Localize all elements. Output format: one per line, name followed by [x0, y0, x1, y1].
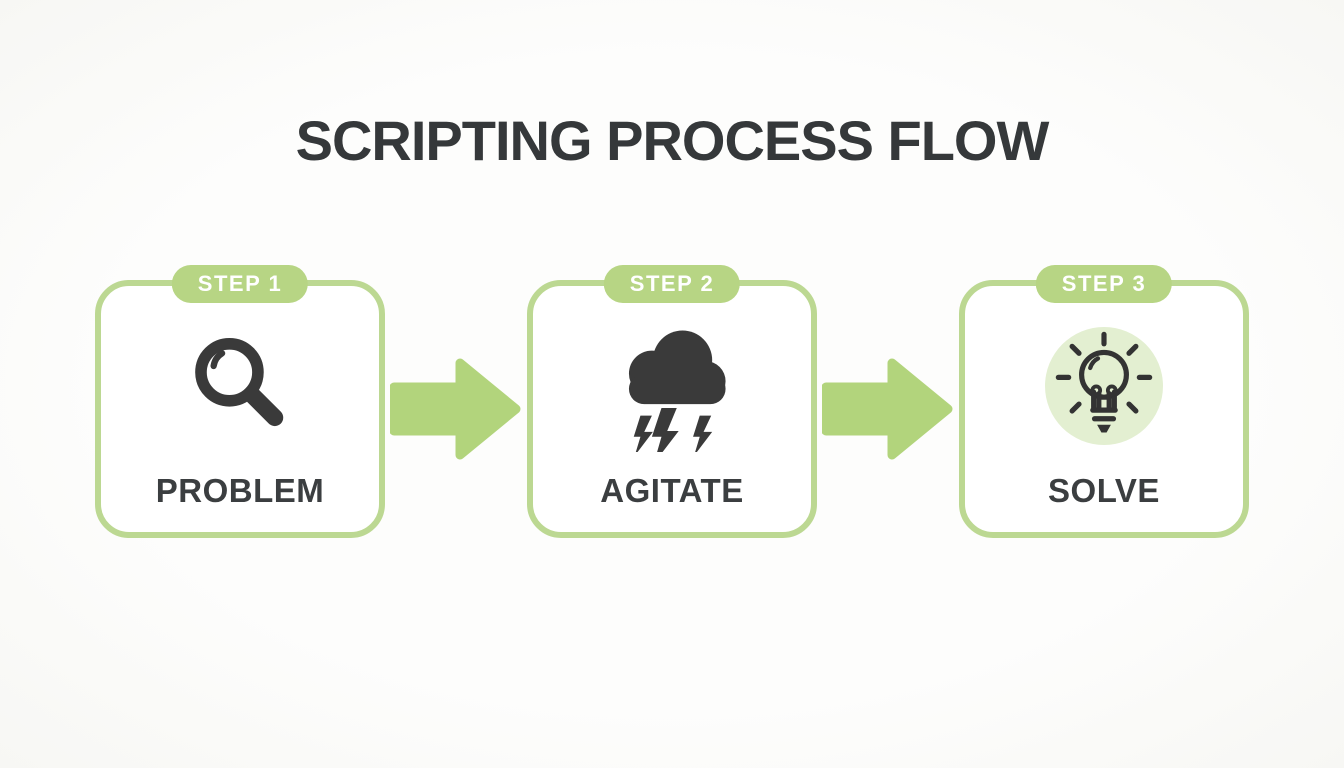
flow-arrow [385, 280, 527, 538]
process-flow-row: STEP 1 PROBLEM STEP 2 [0, 265, 1344, 538]
arrow-right-icon [390, 358, 521, 460]
step-badge: STEP 3 [1035, 265, 1173, 303]
step-card-agitate: STEP 2 AGI [527, 265, 817, 538]
flow-arrow [817, 280, 959, 538]
step-label: AGITATE [600, 472, 744, 509]
lightbulb-circle-background [1045, 327, 1163, 445]
arrow-right-icon [822, 358, 953, 460]
magnifier-icon [182, 320, 298, 452]
step-badge: STEP 2 [603, 265, 741, 303]
step-badge: STEP 1 [171, 265, 309, 303]
lightbulb-icon [1045, 320, 1163, 452]
step-label: SOLVE [1048, 472, 1160, 509]
step-card-solve: STEP 3 [959, 265, 1249, 538]
storm-cloud-lightning-icon [611, 320, 733, 452]
step-label: PROBLEM [155, 472, 325, 509]
page-title: SCRIPTING PROCESS FLOW [295, 109, 1050, 172]
step-card-problem: STEP 1 PROBLEM [95, 265, 385, 538]
